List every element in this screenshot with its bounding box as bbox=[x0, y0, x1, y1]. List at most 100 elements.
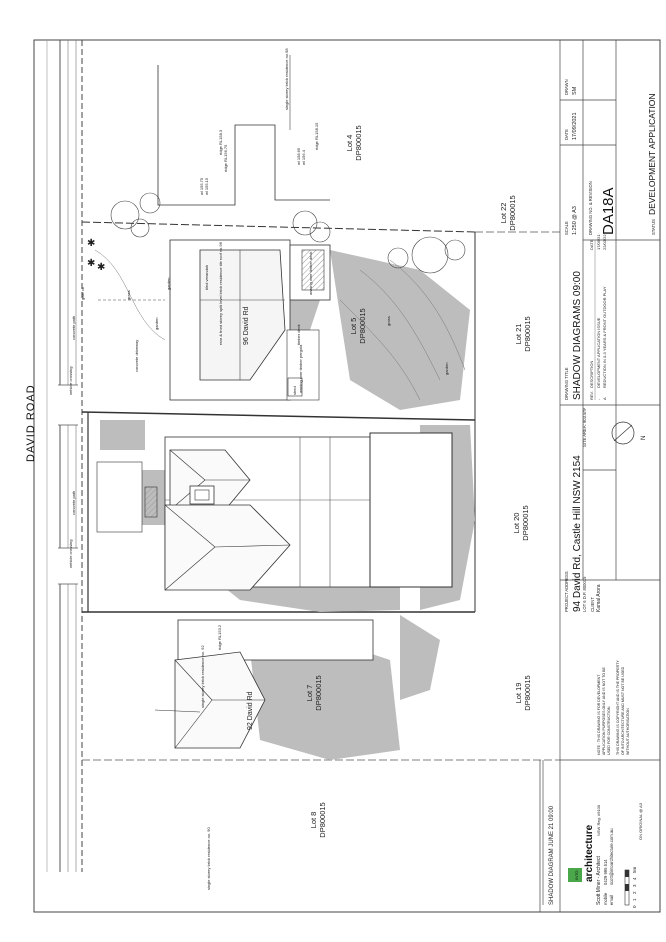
label-veranda: tiled verandah bbox=[204, 265, 209, 290]
logo-architecture: architecture bbox=[584, 824, 595, 882]
lot-4-label: Lot 4 bbox=[345, 135, 354, 152]
road-area bbox=[46, 40, 83, 872]
lot-labels: Lot 4 DP800015 Lot 22 DP800015 Lot 5 DP8… bbox=[305, 125, 532, 837]
label-92-desc: single storey brick residence no. 92 bbox=[200, 645, 205, 708]
plants: ✱ ✱ ✱ bbox=[87, 238, 105, 273]
svg-text:REDUCTION IN 0-3 YEARS & FRONT: REDUCTION IN 0-3 YEARS & FRONT OUTDOOR P… bbox=[602, 286, 607, 388]
title-block-frame bbox=[539, 40, 660, 912]
label-no90: single storey brick residence no. 90 bbox=[206, 827, 211, 890]
mobile-number: 0429 995 514 bbox=[603, 859, 608, 885]
svg-text:APPLICATION PURPOSES ONLY AND: APPLICATION PURPOSES ONLY AND IS NOT TO … bbox=[602, 667, 606, 755]
svg-text:NOTE : THIS DRAWING IS FOR DEV: NOTE : THIS DRAWING IS FOR DEVELOPMENT bbox=[597, 674, 601, 755]
status-value: DEVELOPMENT APPLICATION bbox=[647, 93, 657, 215]
svg-text:A: A bbox=[602, 397, 607, 400]
svg-text:0: 0 bbox=[632, 905, 637, 908]
lot-7-dp: DP800015 bbox=[314, 675, 323, 710]
label-shed: shed bbox=[292, 386, 297, 395]
drawing-title-label: DRAWING TITLE bbox=[564, 367, 569, 400]
scale-note: ON ORIGINAL @ A3 bbox=[638, 802, 643, 840]
crossing-label-1: vehicle crossing bbox=[68, 367, 73, 395]
lot-19-label: Lot 19 bbox=[514, 683, 523, 704]
lot-5-dp: DP800015 bbox=[358, 308, 367, 343]
email-address: scott@intoarchitecture.com.au bbox=[609, 828, 614, 885]
project-label: PROJECT ADDRESS bbox=[564, 571, 569, 612]
lot-19-dp: DP800015 bbox=[523, 675, 532, 710]
svg-text:DEVELOPMENT APPLICATION ISSUE: DEVELOPMENT APPLICATION ISSUE bbox=[596, 317, 601, 388]
svg-text:USED FOR CONSTRUCTION.: USED FOR CONSTRUCTION. bbox=[607, 705, 611, 755]
contours bbox=[94, 249, 466, 401]
svg-text:THIS DRAWING IS COPYRIGHT AND: THIS DRAWING IS COPYRIGHT AND IS THE PRO… bbox=[616, 660, 620, 755]
drawing-title: SHADOW DIAGRAMS 09:00 bbox=[572, 271, 583, 400]
date-value: 17/09/2021 bbox=[572, 112, 578, 140]
svg-text:2: 2 bbox=[632, 891, 637, 894]
dwg-label: DRAWING NO. & REVISION bbox=[588, 181, 593, 235]
project-address: 94 David Rd, Castle Hill NSW 2154 bbox=[572, 455, 583, 612]
label-level-4: wl 158.65 bbox=[296, 147, 301, 165]
svg-text:OF INTO ARCHITECTURE AND MUST: OF INTO ARCHITECTURE AND MUST NOT BE USE… bbox=[621, 666, 625, 755]
revision-table: REV. DESCRIPTION DATE - DEVELOPMENT APPL… bbox=[589, 234, 607, 400]
drawn-value: SM bbox=[572, 86, 578, 95]
lot-22-dp: DP800015 bbox=[508, 195, 517, 230]
path-label-1: concrete path bbox=[71, 316, 76, 340]
building-96 bbox=[98, 239, 331, 401]
lot-8-label: Lot 8 bbox=[309, 812, 318, 829]
label-level-1: wl 155.75 bbox=[199, 177, 204, 195]
architect-name: Scott Miner - Architect bbox=[596, 855, 602, 905]
email-label: email bbox=[609, 895, 614, 905]
label-no98: single storey brick residence no.98 bbox=[284, 48, 289, 110]
project-lot: LOT 6 D.P. 800015 bbox=[582, 576, 587, 612]
logo-into: INTO bbox=[574, 871, 579, 880]
label-grass-1: grass bbox=[126, 290, 131, 300]
label-garden-1: garden bbox=[166, 278, 171, 290]
svg-text:✱: ✱ bbox=[87, 238, 95, 249]
status-label: STATUS bbox=[651, 219, 656, 235]
dwg-number: DA18A bbox=[600, 187, 617, 235]
label-ridge92: ridge RL153.2 bbox=[217, 624, 222, 650]
lot-7-label: Lot 7 bbox=[305, 685, 314, 702]
mobile-label: mobile bbox=[603, 892, 608, 905]
label-96-name: 96 David Rd bbox=[243, 306, 250, 345]
lot-21-dp: DP800015 bbox=[523, 316, 532, 351]
lot-8-dp: DP800015 bbox=[318, 802, 327, 837]
svg-text:✱: ✱ bbox=[87, 258, 95, 269]
scale-bar: 0 1 2 3 4 5m ON ORIGINAL @ A3 bbox=[624, 802, 643, 908]
site-area: SITE AREA: 903.5m² bbox=[582, 407, 587, 447]
lot-22-label: Lot 22 bbox=[499, 203, 508, 224]
north-arrow: N bbox=[611, 421, 647, 445]
label-pool: awning over timber deck bbox=[308, 252, 313, 295]
building-98 bbox=[157, 55, 330, 206]
architect-logo: INTO architecture Scott Miner - Architec… bbox=[568, 804, 614, 905]
svg-text:✱: ✱ bbox=[97, 262, 105, 273]
label-gate: gate ctl bbox=[80, 287, 85, 300]
architect-reg: NSW Reg. #9100 bbox=[596, 804, 601, 836]
label-grass-2: grass bbox=[386, 316, 391, 326]
label-ridge98: ridge RL156.75 bbox=[223, 144, 228, 172]
trees bbox=[110, 192, 466, 274]
scale-value: 1:250 @ A3 bbox=[572, 206, 578, 235]
sheet-border bbox=[33, 39, 661, 913]
label-level-2: wl 155.15 bbox=[204, 177, 209, 195]
north-letter: N bbox=[641, 436, 647, 440]
path-label-2: concrete path bbox=[71, 491, 76, 515]
client-name: Kamal Arora bbox=[596, 584, 602, 612]
svg-text:DESCRIPTION: DESCRIPTION bbox=[589, 361, 594, 388]
project-address-block: PROJECT ADDRESS 94 David Rd, Castle Hill… bbox=[564, 407, 602, 612]
label-level-5: wl 156.4 bbox=[301, 149, 306, 165]
lot-20-dp: DP800015 bbox=[521, 505, 530, 540]
date-label: DATE bbox=[564, 129, 569, 140]
label-driveway: concrete driveway bbox=[134, 340, 139, 372]
diagram-caption: SHADOW DIAGRAM JUNE 21 09:00 bbox=[549, 805, 555, 905]
meta-block: SCALE 1:250 @ A3 DATE 17/09/2021 DRAWN S… bbox=[564, 79, 657, 235]
building-92 bbox=[154, 619, 374, 749]
lot-21-label: Lot 21 bbox=[514, 324, 523, 345]
label-92-name: 92 David Rd bbox=[247, 691, 254, 730]
svg-text:22/03/22: 22/03/22 bbox=[602, 234, 607, 250]
label-garden-2: garden bbox=[154, 318, 159, 330]
feature-labels: single storey brick residence no.98 ridg… bbox=[80, 48, 449, 890]
lot-4-dp: DP800015 bbox=[354, 125, 363, 160]
subject-building bbox=[96, 432, 453, 591]
svg-text:17/09/21: 17/09/21 bbox=[596, 234, 601, 250]
svg-text:REV.: REV. bbox=[589, 391, 594, 400]
